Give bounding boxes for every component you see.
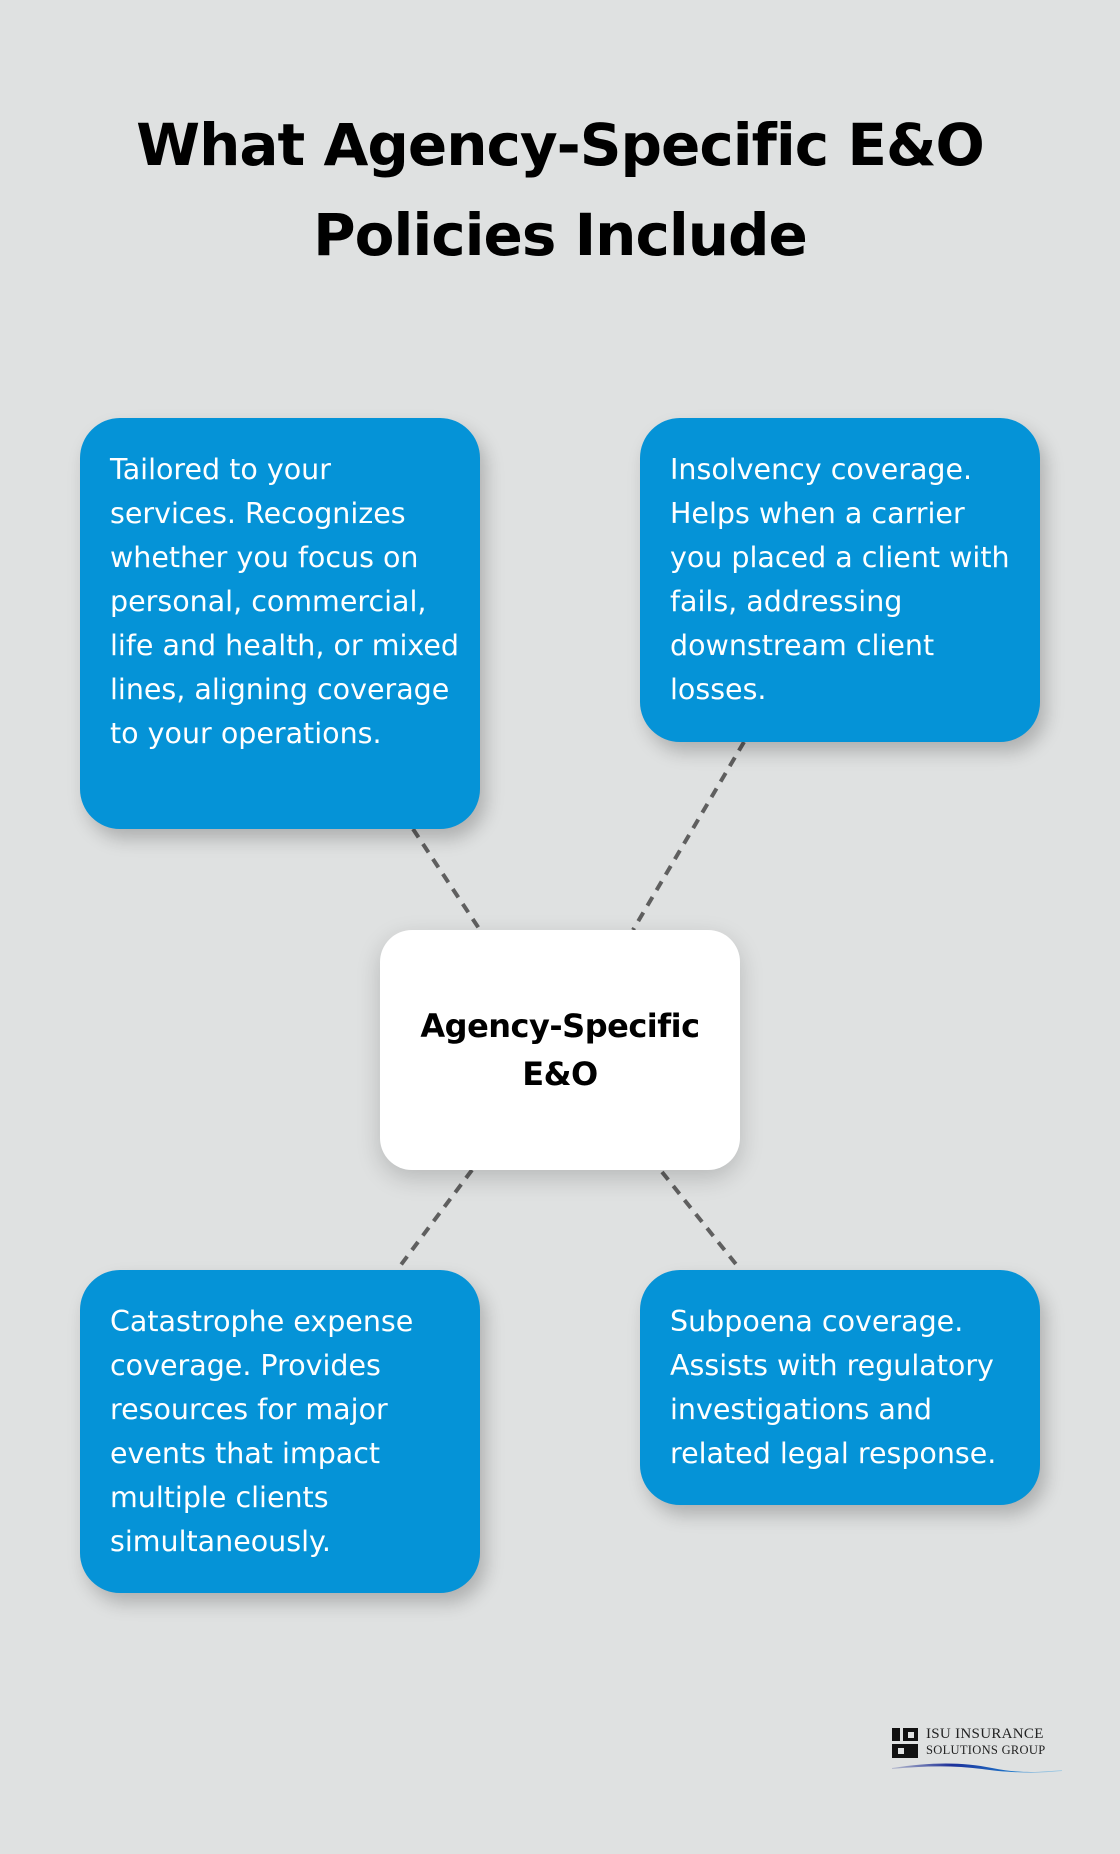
center-node-label: Agency-Specific E&O [420, 1007, 700, 1093]
card-catastrophe-expense: Catastrophe expense coverage. Provides r… [80, 1270, 480, 1593]
card-subpoena-coverage: Subpoena coverage. Assists with regulato… [640, 1270, 1040, 1505]
company-logo: ISU INSURANCE SOLUTIONS GROUP [892, 1726, 1062, 1782]
card-tailored-services: Tailored to your services. Recognizes wh… [80, 418, 480, 829]
card-text: Insolvency coverage. Helps when a carrie… [670, 453, 1010, 706]
title-line-1: What Agency-Specific E&O [136, 111, 985, 179]
logo-line-2: SOLUTIONS GROUP [926, 1743, 1046, 1757]
connector-top-right [631, 740, 746, 932]
card-text: Tailored to your services. Recognizes wh… [110, 453, 459, 750]
center-node: Agency-Specific E&O [380, 930, 740, 1170]
connector-bottom-right [660, 1170, 741, 1270]
logo-line-1: ISU INSURANCE [926, 1726, 1044, 1742]
connector-bottom-left [395, 1168, 474, 1272]
page-title: What Agency-Specific E&O Policies Includ… [0, 100, 1120, 280]
connector-top-left [411, 827, 482, 932]
card-insolvency-coverage: Insolvency coverage. Helps when a carrie… [640, 418, 1040, 742]
logo-mark-icon [892, 1728, 918, 1758]
logo-swoosh-icon [892, 1763, 1062, 1773]
title-line-2: Policies Include [313, 201, 808, 269]
card-text: Catastrophe expense coverage. Provides r… [110, 1305, 414, 1558]
logo-text: ISU INSURANCE SOLUTIONS GROUP [926, 1726, 1045, 1758]
card-text: Subpoena coverage. Assists with regulato… [670, 1305, 997, 1470]
